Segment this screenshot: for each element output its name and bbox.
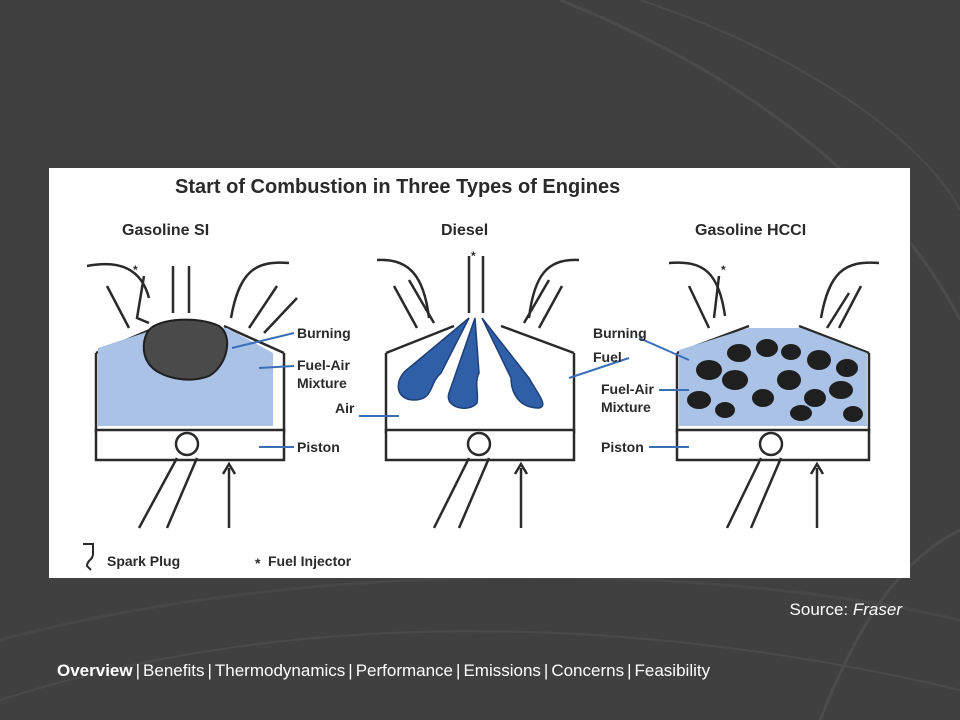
nav-separator: | <box>627 661 632 680</box>
hcci-labels: Burning Fuel Fuel-Air Mixture Piston <box>568 325 690 455</box>
si-labels: Burning Fuel-Air Mixture Piston <box>231 325 351 455</box>
slide-navigation: Overview|Benefits|Thermodynamics|Perform… <box>57 661 710 681</box>
fuel-injector-star-diesel: * <box>471 249 476 263</box>
engine-hcci: * <box>668 261 880 529</box>
label-mixture-hcci: Mixture <box>601 399 651 415</box>
nav-emissions[interactable]: Emissions <box>463 661 541 680</box>
fuel-injector-star-si: * <box>133 263 138 277</box>
combustion-figure: Start of Combustion in Three Types of En… <box>49 168 910 578</box>
nav-separator: | <box>543 661 549 680</box>
nav-overview[interactable]: Overview <box>57 661 133 680</box>
engine-heading-hcci: Gasoline HCCI <box>695 222 806 239</box>
label-piston-si: Piston <box>297 439 340 455</box>
nav-feasibility[interactable]: Feasibility <box>634 661 711 680</box>
nav-separator: | <box>348 661 353 680</box>
source-prefix: Source: <box>789 600 849 619</box>
figure-title: Start of Combustion in Three Types of En… <box>175 176 620 198</box>
label-fuel-air-si: Fuel-Air <box>297 357 350 373</box>
nav-separator: | <box>207 661 212 680</box>
engine-heading-si: Gasoline SI <box>122 222 209 239</box>
engine-si: * <box>86 261 298 529</box>
figure-legend: Spark Plug * Fuel Injector <box>83 543 352 571</box>
engine-diesel: * <box>376 249 580 529</box>
nav-separator: | <box>135 661 141 680</box>
nav-thermodynamics[interactable]: Thermodynamics <box>214 661 346 680</box>
fuel-injector-star-hcci: * <box>721 263 726 277</box>
nav-separator: | <box>456 661 461 680</box>
legend-fuel-injector: Fuel Injector <box>268 553 352 569</box>
label-air-diesel: Air <box>335 400 355 416</box>
label-mixture-si: Mixture <box>297 375 347 391</box>
spark-plug-icon <box>83 543 94 571</box>
label-fuel-hcci: Fuel <box>593 349 622 365</box>
label-fuel-air-hcci: Fuel-Air <box>601 381 654 397</box>
label-burning-hcci: Burning <box>593 325 647 341</box>
legend-spark-plug: Spark Plug <box>107 553 180 569</box>
combustion-diagram: Start of Combustion in Three Types of En… <box>83 176 880 571</box>
engine-heading-diesel: Diesel <box>441 222 488 239</box>
nav-performance[interactable]: Performance <box>355 661 454 680</box>
label-piston-hcci: Piston <box>601 439 644 455</box>
nav-concerns[interactable]: Concerns <box>551 661 625 680</box>
source-citation: Source: Fraser <box>790 600 902 620</box>
nav-benefits[interactable]: Benefits <box>143 661 205 680</box>
source-name: Fraser <box>852 600 902 619</box>
fuel-injector-icon: * <box>255 555 261 571</box>
label-burning-si: Burning <box>297 325 351 341</box>
diesel-labels: Air <box>335 400 399 417</box>
